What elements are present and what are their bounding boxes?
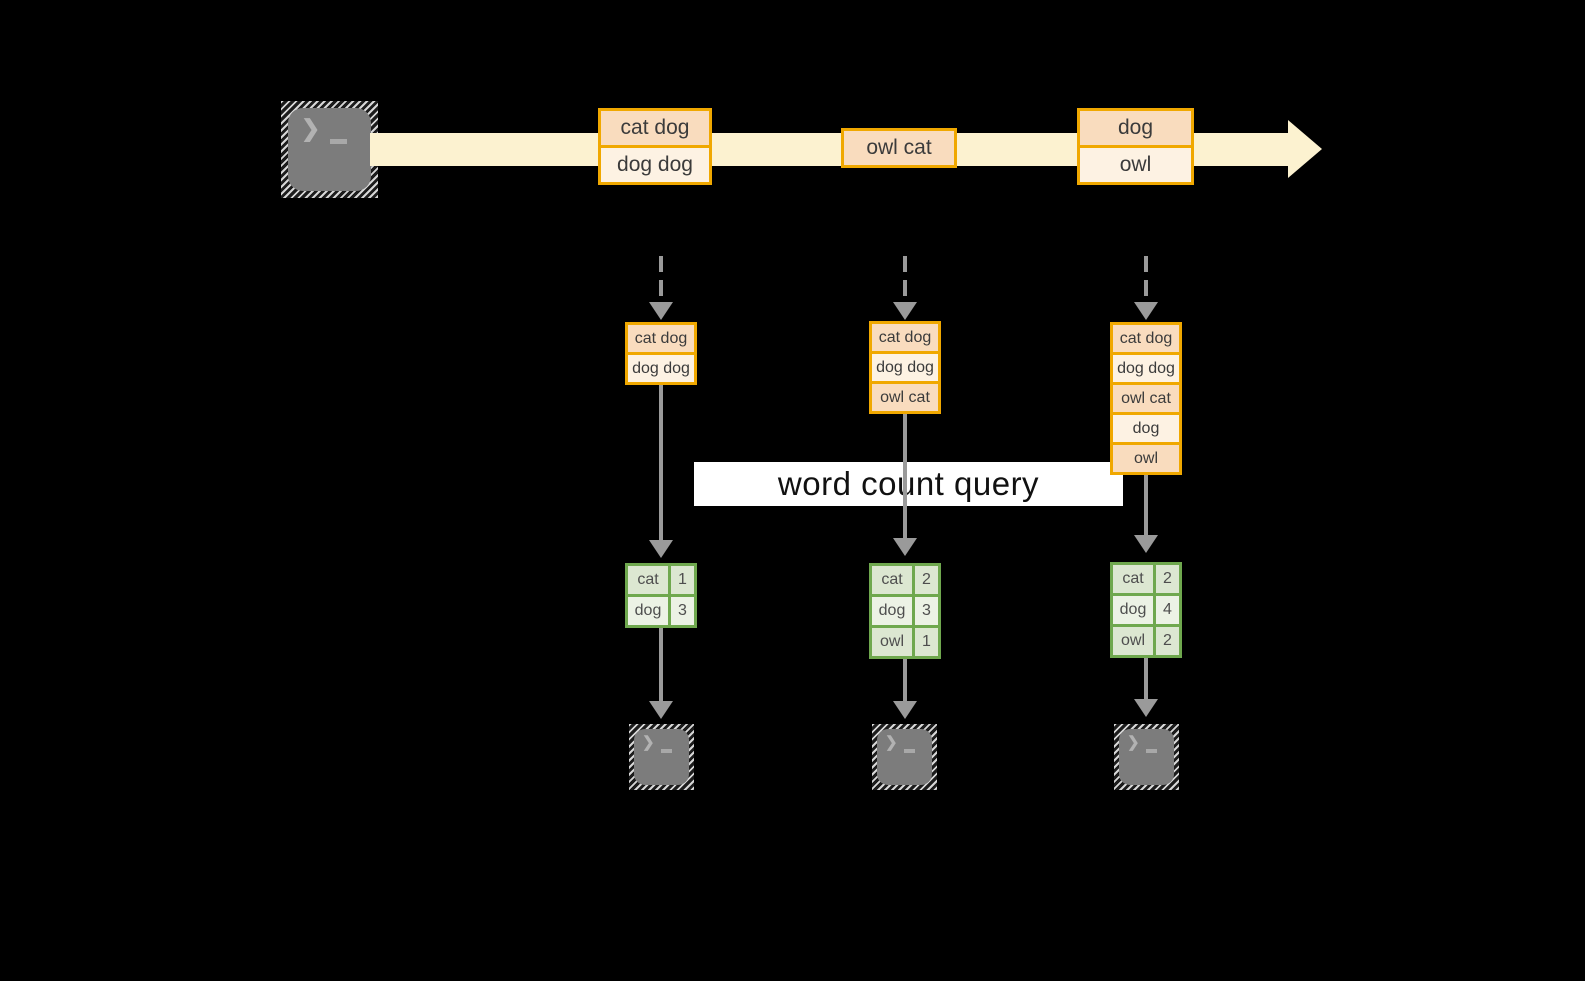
count-word: cat (872, 566, 915, 594)
terminal-screen: ❯ (288, 108, 371, 191)
count-row: owl 1 (872, 625, 938, 656)
batch-row: owl (1080, 145, 1191, 182)
count-row: cat 2 (1113, 565, 1179, 593)
terminal-icon: ❯ (872, 724, 937, 790)
arrowhead-icon (1134, 699, 1158, 717)
connector-line (903, 414, 907, 538)
arrowhead-icon (893, 701, 917, 719)
terminal-prompt-icon: ❯ (885, 734, 898, 751)
terminal-screen: ❯ (634, 729, 689, 785)
terminal-prompt-icon: ❯ (1127, 734, 1140, 751)
stream-batch-1: cat dog dog dog (598, 108, 712, 185)
count-word: cat (628, 566, 671, 594)
input-row: owl cat (1113, 382, 1179, 412)
input-row: dog dog (628, 352, 694, 382)
terminal-cursor-icon (661, 749, 672, 753)
input-row: dog dog (1113, 352, 1179, 382)
arrowhead-icon (1134, 535, 1158, 553)
terminal-icon: ❯ (1114, 724, 1179, 790)
count-row: dog 4 (1113, 593, 1179, 624)
count-value: 2 (1163, 632, 1172, 649)
count-word: owl (1113, 627, 1156, 655)
input-row: dog dog (872, 351, 938, 381)
connector-line (659, 385, 663, 540)
batch-row: dog (1080, 111, 1191, 145)
terminal-cursor-icon (904, 749, 915, 753)
count-row: cat 1 (628, 566, 694, 594)
count-row: owl 2 (1113, 624, 1179, 655)
input-row: cat dog (628, 325, 694, 352)
count-table-2: cat 2 dog 3 owl 1 (869, 563, 941, 659)
count-word: cat (1113, 565, 1156, 593)
connector-line (1144, 658, 1148, 701)
count-word: dog (872, 597, 915, 625)
input-box-1: cat dog dog dog (625, 322, 697, 385)
batch-row: owl cat (844, 131, 954, 165)
count-table-1: cat 1 dog 3 (625, 563, 697, 628)
dashed-connector (659, 256, 663, 304)
terminal-cursor-icon (330, 139, 347, 144)
query-label: word count query (694, 462, 1123, 506)
count-value: 3 (922, 602, 931, 619)
count-value: 1 (678, 571, 687, 588)
terminal-prompt-icon: ❯ (642, 734, 655, 751)
count-word: dog (628, 597, 671, 625)
count-word: dog (1113, 596, 1156, 624)
dashed-connector (903, 256, 907, 304)
input-row: owl (1113, 442, 1179, 472)
input-box-2: cat dog dog dog owl cat (869, 321, 941, 414)
input-box-3: cat dog dog dog owl cat dog owl (1110, 322, 1182, 475)
count-row: dog 3 (872, 594, 938, 625)
terminal-screen: ❯ (1119, 729, 1174, 785)
terminal-screen: ❯ (877, 729, 932, 785)
batch-row: dog dog (601, 145, 709, 182)
input-row: cat dog (872, 324, 938, 351)
connector-line (1144, 475, 1148, 535)
input-row: owl cat (872, 381, 938, 411)
arrowhead-icon (1134, 302, 1158, 320)
count-value: 4 (1163, 601, 1172, 618)
count-value: 2 (922, 571, 931, 588)
terminal-prompt-icon: ❯ (301, 115, 321, 141)
count-table-3: cat 2 dog 4 owl 2 (1110, 562, 1182, 658)
terminal-icon: ❯ (281, 101, 378, 198)
count-row: dog 3 (628, 594, 694, 625)
stream-batch-2: owl cat (841, 128, 957, 168)
stream-batch-3: dog owl (1077, 108, 1194, 185)
stream-arrowhead-icon (1288, 120, 1322, 178)
count-value: 2 (1163, 570, 1172, 587)
input-row: cat dog (1113, 325, 1179, 352)
arrowhead-icon (649, 540, 673, 558)
arrowhead-icon (649, 302, 673, 320)
dashed-connector (1144, 256, 1148, 304)
arrowhead-icon (893, 302, 917, 320)
count-value: 1 (922, 633, 931, 650)
batch-row: cat dog (601, 111, 709, 145)
connector-line (903, 659, 907, 703)
count-value: 3 (678, 602, 687, 619)
terminal-icon: ❯ (629, 724, 694, 790)
connector-line (659, 628, 663, 703)
terminal-cursor-icon (1146, 749, 1157, 753)
arrowhead-icon (649, 701, 673, 719)
input-row: dog (1113, 412, 1179, 442)
count-word: owl (872, 628, 915, 656)
arrowhead-icon (893, 538, 917, 556)
count-row: cat 2 (872, 566, 938, 594)
